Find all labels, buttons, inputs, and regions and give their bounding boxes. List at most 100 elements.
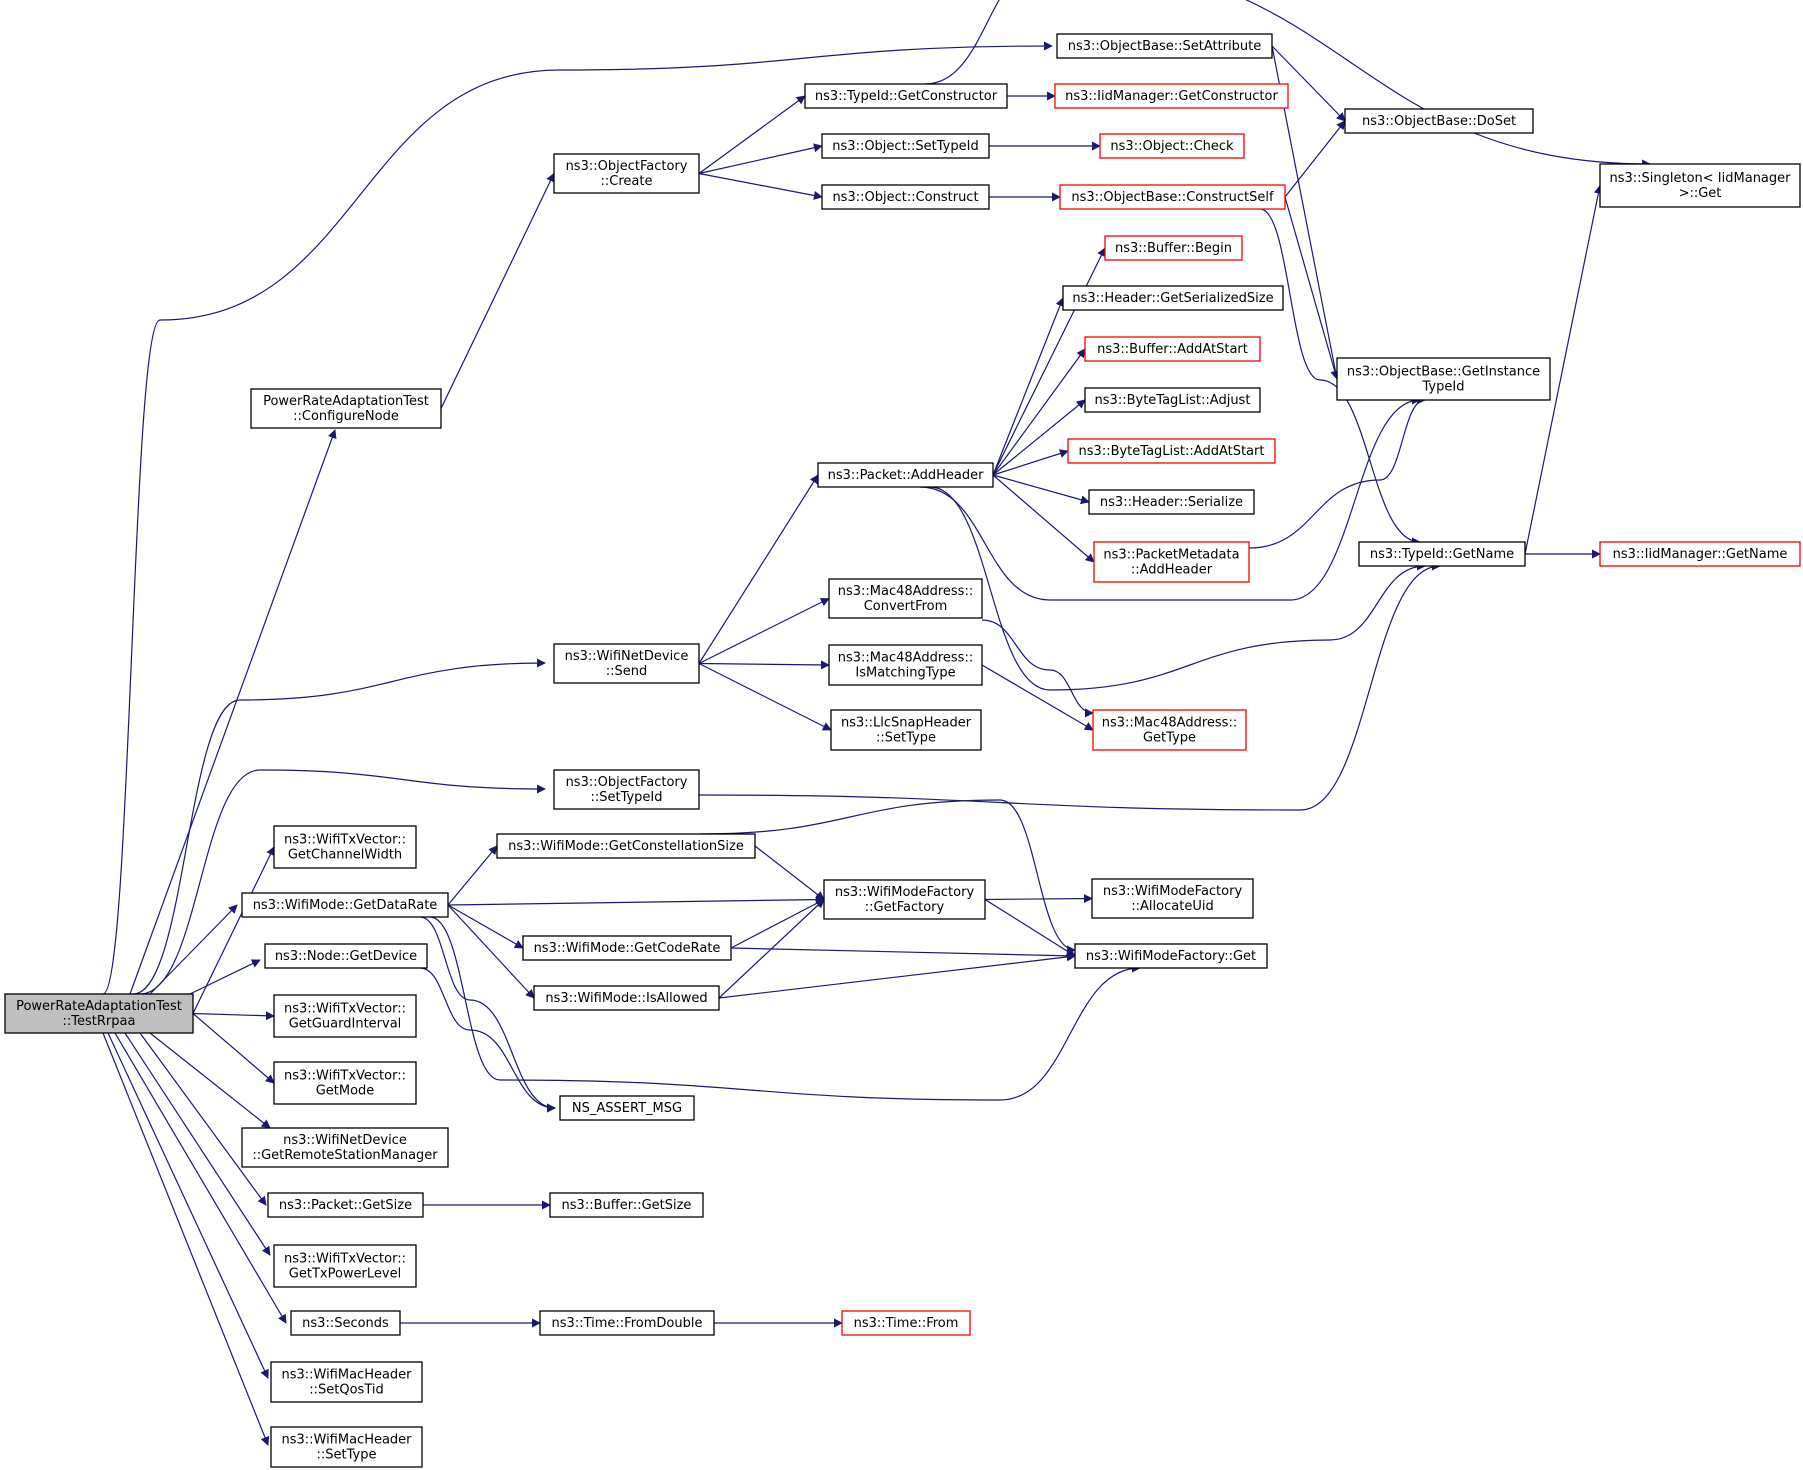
edge-wnd_send-to-mac_convertfrom xyxy=(698,597,830,665)
node-wm-constsize[interactable]: ns3::WifiMode::GetConstellationSize xyxy=(496,833,756,859)
edge-root-to-wmh_setqostid xyxy=(107,1032,269,1379)
edge-root-to-pkt_getsize xyxy=(139,1032,267,1206)
node-root[interactable]: PowerRateAdaptationTest::TestRrpaa xyxy=(4,993,194,1034)
node-iid-getconstructor[interactable]: ns3::IidManager::GetConstructor xyxy=(1054,83,1289,109)
node-box xyxy=(1599,541,1801,567)
node-wm-getcoderate[interactable]: ns3::WifiMode::GetCodeRate xyxy=(522,935,732,961)
node-label-line: ns3::WifiTxVector:: xyxy=(284,833,406,848)
node-settypeid[interactable]: ns3::Object::SetTypeId xyxy=(821,133,990,159)
node-time-fromdouble[interactable]: ns3::Time::FromDouble xyxy=(539,1310,715,1336)
node-box xyxy=(828,644,983,686)
node-box xyxy=(1074,943,1268,969)
node-box xyxy=(267,1192,424,1218)
node-label-line: ns3::Mac48Address:: xyxy=(1102,716,1237,731)
node-mac-ismatching[interactable]: ns3::Mac48Address::IsMatchingType xyxy=(828,644,983,686)
node-label-line: ns3::Header::Serialize xyxy=(1100,495,1243,510)
node-wmf-get[interactable]: ns3::WifiModeFactory::Get xyxy=(1074,943,1268,969)
node-box xyxy=(553,153,700,194)
node-mac-gettype[interactable]: ns3::Mac48Address::GetType xyxy=(1092,709,1247,751)
node-buf-getsize[interactable]: ns3::Buffer::GetSize xyxy=(549,1192,704,1218)
node-label-line: ns3::ObjectFactory xyxy=(566,159,688,174)
node-wm-getdatarate[interactable]: ns3::WifiMode::GetDataRate xyxy=(241,892,449,918)
node-box xyxy=(804,83,1008,109)
node-box xyxy=(841,1310,971,1336)
node-wmf-allocateuid[interactable]: ns3::WifiModeFactory::AllocateUid xyxy=(1091,878,1254,919)
node-box xyxy=(250,388,442,429)
node-iid-getname[interactable]: ns3::IidManager::GetName xyxy=(1599,541,1801,567)
node-check[interactable]: ns3::Object::Check xyxy=(1099,133,1245,159)
node-label-line: GetTxPowerLevel xyxy=(289,1267,401,1282)
edge-root-to-wm_getdatarate xyxy=(149,904,238,995)
edge-pkt_addheader-to-hdr_getsize xyxy=(992,297,1065,476)
node-wmf-getfactory[interactable]: ns3::WifiModeFactory::GetFactory xyxy=(823,879,986,920)
node-ns-assert-msg[interactable]: NS_ASSERT_MSG xyxy=(559,1095,695,1121)
node-box xyxy=(496,833,756,859)
node-label-line: ns3::Singleton< IidManager xyxy=(1609,171,1791,186)
node-pm-addheader[interactable]: ns3::PacketMetadata::AddHeader xyxy=(1093,541,1250,583)
node-mac-convertfrom[interactable]: ns3::Mac48Address::ConvertFrom xyxy=(828,578,983,619)
node-constructself[interactable]: ns3::ObjectBase::ConstructSelf xyxy=(1059,184,1286,210)
node-label-line: ns3::ObjectFactory xyxy=(566,775,688,790)
node-txv-txpower[interactable]: ns3::WifiTxVector::GetTxPowerLevel xyxy=(273,1244,417,1288)
node-label-line: GetChannelWidth xyxy=(288,848,402,863)
edge-line xyxy=(718,898,825,999)
node-llc-settype[interactable]: ns3::LlcSnapHeader::SetType xyxy=(830,709,982,751)
edge-line xyxy=(1524,184,1603,555)
node-txv-channelwidth[interactable]: ns3::WifiTxVector::GetChannelWidth xyxy=(273,825,417,869)
node-label-line: GetGuardInterval xyxy=(289,1017,402,1032)
node-label-line: ::Send xyxy=(606,664,648,679)
edge-line xyxy=(730,898,825,949)
node-pkt-addheader[interactable]: ns3::Packet::AddHeader xyxy=(817,462,994,488)
node-pkt-getsize[interactable]: ns3::Packet::GetSize xyxy=(267,1192,424,1218)
node-box xyxy=(823,879,986,920)
node-typeid-getname[interactable]: ns3::TypeId::GetName xyxy=(1358,541,1526,567)
edge-line xyxy=(981,664,1094,731)
node-getconstructor[interactable]: ns3::TypeId::GetConstructor xyxy=(804,83,1008,109)
edge-line xyxy=(698,95,806,174)
node-setattr[interactable]: ns3::ObjectBase::SetAttribute xyxy=(1056,33,1273,59)
node-label-line: ns3::WifiMacHeader xyxy=(281,1433,412,1448)
node-btl-addatstart[interactable]: ns3::ByteTagList::AddAtStart xyxy=(1067,438,1276,464)
node-label-line: TypeId xyxy=(1422,380,1465,395)
node-wnd-send[interactable]: ns3::WifiNetDevice::Send xyxy=(553,643,700,684)
node-singleton[interactable]: ns3::Singleton< IidManager>::Get xyxy=(1599,163,1801,208)
node-wmh-settype[interactable]: ns3::WifiMacHeader::SetType xyxy=(270,1426,423,1468)
node-wm-isallowed[interactable]: ns3::WifiMode::IsAllowed xyxy=(533,985,720,1011)
node-label-line: ::GetRemoteStationManager xyxy=(252,1148,438,1163)
edge-root-to-node_getdevice xyxy=(189,959,261,995)
edge-pkt_addheader-to-typeid_getname xyxy=(929,486,1426,691)
node-buf-begin[interactable]: ns3::Buffer::Begin xyxy=(1104,235,1243,261)
edge-line xyxy=(924,0,1651,169)
node-btl-adjust[interactable]: ns3::ByteTagList::Adjust xyxy=(1084,387,1261,413)
edge-line xyxy=(139,1032,267,1206)
node-box xyxy=(1344,108,1534,134)
edge-line xyxy=(919,395,1421,601)
node-buf-addatstart[interactable]: ns3::Buffer::AddAtStart xyxy=(1084,336,1261,362)
node-seconds[interactable]: ns3::Seconds xyxy=(290,1310,401,1336)
node-of-create[interactable]: ns3::ObjectFactory::Create xyxy=(553,153,700,194)
node-hdr-serialize[interactable]: ns3::Header::Serialize xyxy=(1088,489,1255,515)
edge-line xyxy=(992,449,1069,476)
node-label-line: ns3::ObjectBase::GetInstance xyxy=(1347,365,1540,380)
node-node-getdevice[interactable]: ns3::Node::GetDevice xyxy=(264,943,428,969)
edge-pkt_addheader-to-getinstancetypeid xyxy=(919,395,1421,601)
node-label-line: ::AllocateUid xyxy=(1131,899,1213,914)
node-hdr-getsize[interactable]: ns3::Header::GetSerializedSize xyxy=(1062,285,1284,311)
node-label-line: ns3::ObjectBase::SetAttribute xyxy=(1068,39,1262,54)
node-txv-getmode[interactable]: ns3::WifiTxVector::GetMode xyxy=(273,1061,417,1105)
edge-line xyxy=(929,486,1426,691)
node-time-from[interactable]: ns3::Time::From xyxy=(841,1310,971,1336)
edge-of_create-to-construct xyxy=(698,172,823,200)
node-txv-guardinterval[interactable]: ns3::WifiTxVector::GetGuardInterval xyxy=(273,994,417,1038)
node-of-settypeid[interactable]: ns3::ObjectFactory::SetTypeId xyxy=(553,769,700,810)
node-label-line: ns3::WifiTxVector:: xyxy=(284,1252,406,1267)
node-construct[interactable]: ns3::Object::Construct xyxy=(821,184,990,210)
edge-line xyxy=(1284,196,1340,380)
node-box xyxy=(241,892,449,918)
edge-pkt_addheader-to-btl_addatstart xyxy=(992,449,1069,476)
node-wmh-setqostid[interactable]: ns3::WifiMacHeader::SetQosTid xyxy=(270,1361,423,1403)
node-doset[interactable]: ns3::ObjectBase::DoSet xyxy=(1344,108,1534,134)
node-configurenode[interactable]: PowerRateAdaptationTest::ConfigureNode xyxy=(250,388,442,429)
node-wnd-getrsm[interactable]: ns3::WifiNetDevice::GetRemoteStationMana… xyxy=(241,1127,449,1168)
